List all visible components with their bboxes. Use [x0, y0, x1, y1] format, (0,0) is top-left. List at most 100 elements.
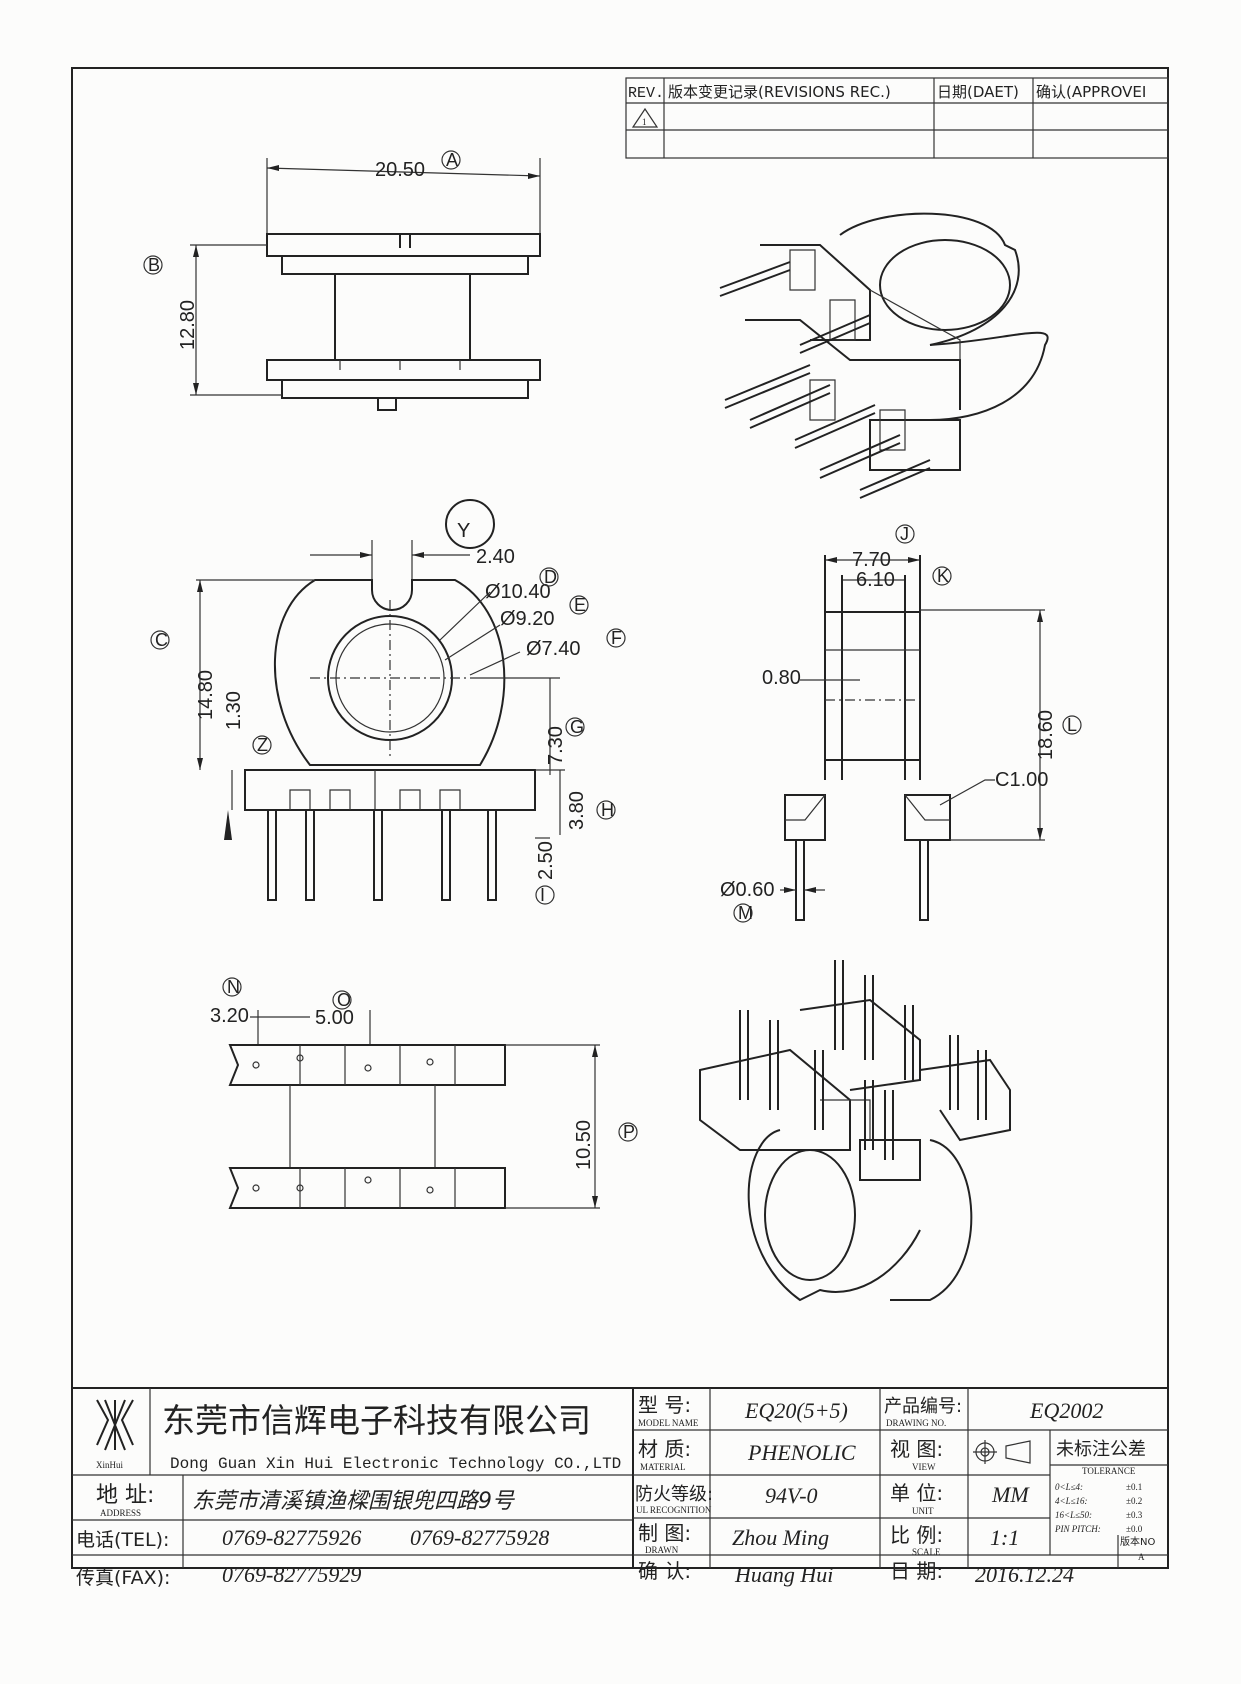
- material-label-en: MATERIAL: [640, 1462, 686, 1472]
- tolerance-value-1: ±0.1: [1126, 1482, 1142, 1492]
- isometric-view-bottom: [699, 960, 1011, 1302]
- tolerance-range-4: PIN PITCH:: [1054, 1524, 1101, 1534]
- tag-j: J: [900, 524, 909, 544]
- dim-k: 6.10: [856, 569, 895, 591]
- revision-block: REV. 版本变更记录(REVISIONS REC.) 日期(DAET) 确认(…: [625, 77, 1169, 159]
- tag-z: Z: [257, 735, 268, 755]
- top-view: 20.50 A 12.80 B: [143, 150, 541, 411]
- view-label-en: VIEW: [912, 1462, 936, 1472]
- dim-o: 5.00: [315, 1007, 354, 1029]
- tag-n: N: [227, 977, 240, 997]
- model-label-en: MODEL NAME: [638, 1418, 699, 1428]
- tag-d: D: [544, 567, 557, 587]
- tag-c: C: [155, 630, 168, 650]
- tolerance-range-2: 4<L≤16:: [1055, 1496, 1088, 1506]
- scale-label-en: SCALE: [912, 1547, 941, 1557]
- dim-h: 3.80: [566, 791, 588, 830]
- tel-label: 电话(TEL):: [76, 1529, 169, 1551]
- confirm-label: 确 认:: [638, 1559, 691, 1583]
- unit-label-en: UNIT: [912, 1506, 934, 1516]
- dim-c: 14.80: [195, 670, 217, 720]
- title-block: XinHui 东莞市信辉电子科技有限公司 Dong Guan Xin Hui E…: [71, 1387, 1169, 1589]
- tel-2: 0769-82775928: [410, 1525, 549, 1550]
- revisions-header: 版本变更记录(REVISIONS REC.): [668, 83, 891, 101]
- tag-f: F: [611, 628, 622, 648]
- tag-y: Y: [457, 520, 470, 542]
- dim-j: 7.70: [852, 549, 891, 571]
- rev-header: REV.: [628, 85, 664, 102]
- fax-value: 0769-82775929: [222, 1562, 361, 1587]
- dim-n: 3.20: [210, 1005, 249, 1027]
- tag-o: O: [337, 990, 351, 1010]
- drawing-no-value: EQ2002: [1029, 1398, 1103, 1423]
- revision-triangle-icon: [631, 107, 659, 128]
- tolerance-range-3: 16<L≤50:: [1055, 1510, 1092, 1520]
- dim-i: 2.50: [535, 841, 557, 880]
- address-label-en: ADDRESS: [100, 1508, 141, 1518]
- dim-chamfer: C1.00: [995, 769, 1048, 791]
- version-label: 版本NO: [1120, 1535, 1155, 1548]
- dim-p: 10.50: [573, 1120, 595, 1170]
- front-view: Y 2.40 Ø10.40 D Ø9.20 E Ø7.40 F 7.30 G: [150, 499, 626, 905]
- dim-z: 1.30: [223, 691, 245, 730]
- tag-m: M: [738, 903, 753, 923]
- dim-slot: 2.40: [476, 546, 515, 568]
- bottom-view: N O 3.20 5.00 10.50: [210, 977, 638, 1209]
- dim-l: 18.60: [1035, 710, 1057, 760]
- tolerance-value-2: ±0.2: [1126, 1496, 1142, 1506]
- tolerance-title-en: TOLERANCE: [1082, 1466, 1136, 1476]
- logo-text: XinHui: [96, 1460, 123, 1470]
- tel-1: 0769-82775926: [222, 1525, 361, 1550]
- projection-symbol-icon: [973, 1440, 1031, 1464]
- tag-a: A: [446, 150, 458, 170]
- date-label: 日 期:: [890, 1559, 943, 1583]
- dim-e: Ø9.20: [500, 608, 554, 630]
- date-header: 日期(DAET): [937, 83, 1019, 101]
- tag-b: B: [148, 255, 160, 275]
- date-value: 2016.12.24: [975, 1562, 1074, 1587]
- drawn-label: 制 图:: [638, 1521, 691, 1545]
- confirm-value: Huang Hui: [734, 1562, 833, 1587]
- tag-g: G: [570, 717, 584, 737]
- tolerance-title: 未标注公差: [1056, 1439, 1146, 1460]
- company-name-cn: 东莞市信辉电子科技有限公司: [162, 1401, 591, 1440]
- xinhui-logo: XinHui: [96, 1399, 134, 1470]
- dim-a: 20.50: [375, 159, 425, 181]
- approve-header: 确认(APPROVEI: [1036, 83, 1146, 101]
- address-value: 东莞市清溪镇渔樑围银兜四路9号: [192, 1489, 515, 1514]
- tag-k: K: [937, 566, 949, 586]
- tolerance-value-3: ±0.3: [1126, 1510, 1143, 1520]
- model-value: EQ20(5+5): [744, 1398, 848, 1423]
- tag-l: L: [1067, 715, 1077, 735]
- tag-p: P: [623, 1122, 635, 1142]
- version-value: A: [1138, 1552, 1145, 1562]
- sheet-border: [71, 67, 1169, 1569]
- rev-number: 1: [642, 117, 647, 127]
- tag-h: H: [601, 800, 614, 820]
- material-value: PHENOLIC: [747, 1440, 856, 1465]
- tag-i: I: [540, 885, 545, 905]
- scale-value: 1:1: [990, 1525, 1019, 1550]
- unit-label: 单 位:: [890, 1481, 943, 1505]
- fire-label-en: UL RECOGNITION: [636, 1505, 712, 1515]
- dim-wall: 0.80: [762, 667, 801, 689]
- isometric-view-top: [719, 212, 1049, 499]
- fire-value: 94V-0: [765, 1483, 818, 1508]
- fax-label: 传真(FAX):: [76, 1567, 170, 1589]
- material-label: 材 质:: [638, 1437, 691, 1461]
- dim-f: Ø7.40: [526, 638, 580, 660]
- side-view: J 7.70 6.10 K 0.80 18.60 L: [720, 524, 1082, 923]
- tolerance-value-4: ±0.0: [1126, 1524, 1143, 1534]
- dim-m: Ø0.60: [720, 879, 774, 901]
- dim-b: 12.80: [177, 300, 199, 350]
- drawing-no-label-en: DRAWING NO.: [886, 1418, 946, 1428]
- drawing-no-label: 产品编号:: [884, 1396, 962, 1417]
- address-label: 地 址:: [96, 1483, 154, 1508]
- unit-value: MM: [991, 1482, 1030, 1507]
- tag-e: E: [574, 595, 586, 615]
- drawn-label-en: DRAWN: [645, 1545, 679, 1555]
- tolerance-range-1: 0<L≤4:: [1055, 1482, 1083, 1492]
- dim-d: Ø10.40: [485, 581, 551, 603]
